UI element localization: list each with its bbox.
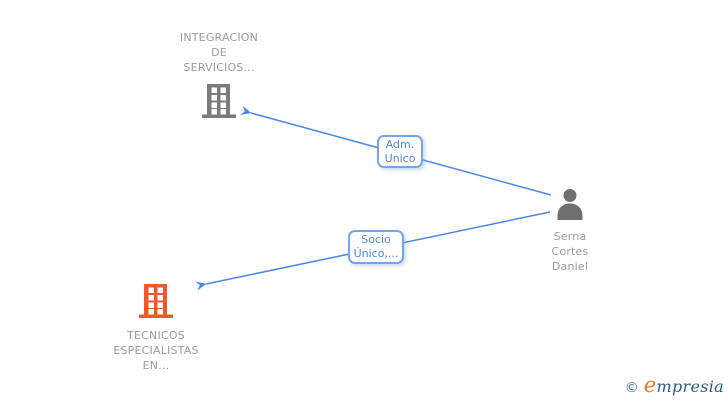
- building-icon: [202, 84, 236, 122]
- node-person-serna-cortes-daniel[interactable]: Serna Cortes Daniel: [490, 188, 650, 274]
- node-company-tecnicos[interactable]: TECNICOS ESPECIALISTAS EN...: [76, 284, 236, 373]
- copyright-icon: ©: [624, 380, 639, 396]
- person-icon: [554, 188, 586, 224]
- company-integracion-label: INTEGRACION DE SERVICIOS...: [179, 31, 259, 74]
- edge-label-socio-unico[interactable]: Socio Único,...: [348, 230, 404, 264]
- empresia-logo[interactable]: © empresia: [625, 373, 724, 397]
- company-tecnicos-label: TECNICOS ESPECIALISTAS EN...: [113, 329, 199, 372]
- node-company-integracion[interactable]: INTEGRACION DE SERVICIOS...: [139, 30, 299, 122]
- brand-initial: e: [643, 373, 657, 397]
- person-name-label: Serna Cortes Daniel: [551, 230, 589, 273]
- edge-label-adm-unico[interactable]: Adm. Unico: [377, 135, 423, 168]
- brand-rest: mpresia: [656, 377, 724, 396]
- building-icon: [139, 284, 173, 322]
- empresia-brand-text: empresia: [644, 373, 724, 397]
